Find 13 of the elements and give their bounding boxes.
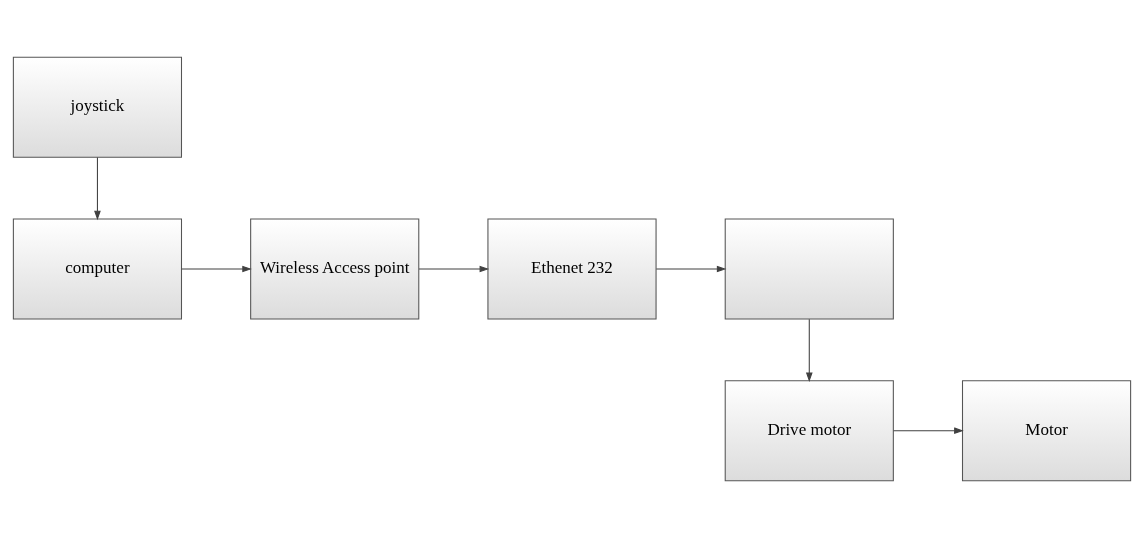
arrow	[655, 265, 727, 272]
node-box: joystick	[12, 56, 183, 158]
arrow	[181, 265, 252, 272]
node-box: Motor	[961, 379, 1132, 481]
arrow	[893, 426, 964, 434]
node-box: Drive motor	[724, 379, 894, 481]
node-box: Wireless Access point	[250, 217, 420, 320]
node-box	[724, 217, 894, 320]
arrow	[805, 318, 813, 382]
node-box: Ethenet 232	[487, 217, 657, 320]
node-box: computer	[12, 217, 183, 320]
arrow	[94, 156, 101, 220]
arrow	[418, 265, 490, 272]
